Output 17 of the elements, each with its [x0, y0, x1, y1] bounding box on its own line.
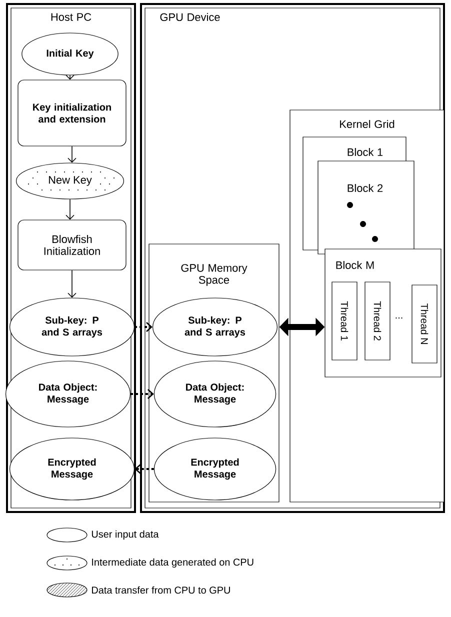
arrow — [66, 74, 74, 80]
arrow — [134, 322, 152, 332]
arrow — [130, 389, 154, 399]
arrow — [134, 464, 154, 474]
arrow — [66, 198, 74, 220]
thread-box: Thread 2 — [364, 282, 390, 360]
block-box: Block 2 — [318, 160, 414, 254]
process-box: Blowfish Initialization — [18, 220, 126, 270]
thread-box: Thread 1 — [332, 282, 358, 360]
legend-text: Intermediate data generated on CPU — [92, 558, 254, 568]
arrow — [68, 146, 76, 163]
thread-box: Thread N — [412, 284, 438, 364]
arrow — [68, 270, 76, 298]
legend-text: Data transfer from CPU to GPU — [92, 586, 230, 594]
legend-text: User input data — [92, 530, 159, 540]
ellipsis-label: ... — [396, 317, 402, 319]
process-box: Key initialization and extension — [18, 80, 126, 146]
